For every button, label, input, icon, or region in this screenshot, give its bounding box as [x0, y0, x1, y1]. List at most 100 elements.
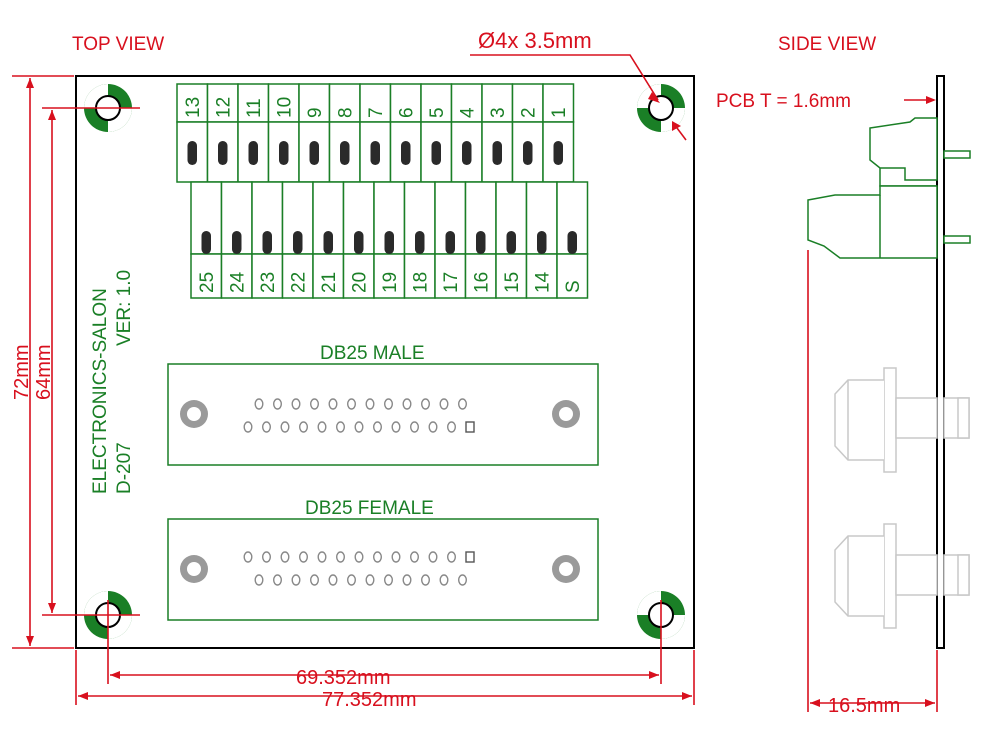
- db25-male-label: DB25 MALE: [320, 343, 425, 364]
- terminal-bottom-label: 18: [411, 272, 432, 293]
- side-view-title: SIDE VIEW: [778, 34, 876, 55]
- terminal-bottom-label: 21: [319, 272, 340, 293]
- db25-pin: [243, 551, 253, 563]
- terminal-top-label: 6: [397, 107, 418, 118]
- db25-pin: [291, 574, 301, 586]
- terminal-bottom-S: S: [556, 181, 589, 299]
- db25-pin: [317, 421, 327, 433]
- db25-pin: [384, 398, 394, 410]
- db25-pin: [421, 398, 431, 410]
- side-pcb: [936, 75, 945, 649]
- terminal-top-label: 13: [183, 97, 204, 118]
- db25-pin: [458, 398, 468, 410]
- terminal-top-label: 8: [336, 107, 357, 118]
- db25-pin: [280, 421, 290, 433]
- dim-72-label: 72mm: [11, 344, 33, 400]
- silk-brand: ELECTRONICS-SALON: [90, 288, 111, 494]
- dim-64-group: 64mm: [33, 107, 140, 616]
- db25-pin: [354, 421, 364, 433]
- silk-model: D-207: [114, 442, 135, 494]
- db25-pin-1: [465, 421, 475, 433]
- terminal-top-1: 1: [542, 83, 575, 183]
- silk-version: VER: 1.0: [114, 270, 135, 346]
- terminal-top-label: 1: [549, 107, 570, 118]
- terminal-top-8: 8: [328, 83, 361, 183]
- terminal-top-6: 6: [389, 83, 422, 183]
- dim-16-group: 16.5mm: [807, 250, 938, 717]
- dim-72-group: 72mm: [11, 75, 74, 649]
- dim-69-label: 69.352mm: [296, 667, 391, 689]
- terminal-bottom-label: 15: [502, 272, 523, 293]
- db25-pin: [447, 421, 457, 433]
- terminal-top-label: 9: [305, 107, 326, 118]
- hole-callout-leader: [470, 54, 659, 101]
- terminal-top-10: 10: [267, 83, 300, 183]
- db25-pin: [254, 398, 264, 410]
- db25-pin: [391, 421, 401, 433]
- terminal-bottom-label: 24: [228, 271, 249, 293]
- db25-pin: [243, 421, 253, 433]
- terminal-top-label: 7: [366, 107, 387, 118]
- terminal-bottom-15: 15: [495, 181, 528, 299]
- dim-77-label: 77.352mm: [322, 689, 417, 711]
- db25-pin: [347, 574, 357, 586]
- terminal-top-7: 7: [359, 83, 392, 183]
- terminal-bottom-24: 24: [220, 181, 253, 299]
- hole-callout: Ø4x 3.5mm: [478, 28, 592, 53]
- side-db25-female: [834, 523, 970, 629]
- pcb-thickness-label: PCB T = 1.6mm: [716, 91, 851, 112]
- terminal-top-2: 2: [511, 83, 544, 183]
- db25-pin: [273, 574, 283, 586]
- db25-pin: [280, 551, 290, 563]
- db25-pin: [336, 421, 346, 433]
- terminal-bottom-14: 14: [525, 181, 558, 299]
- terminal-bottom-label: S: [563, 280, 584, 293]
- top-view-title: TOP VIEW: [72, 34, 164, 55]
- db25-male-pins: [243, 398, 475, 433]
- db25-pin: [458, 574, 468, 586]
- db25-pin: [354, 551, 364, 563]
- db25-pin: [310, 398, 320, 410]
- db25-pin: [447, 551, 457, 563]
- db25-pin: [391, 551, 401, 563]
- terminal-top-11: 11: [237, 83, 270, 183]
- terminal-top-label: 10: [275, 97, 296, 118]
- terminal-bottom-17: 17: [434, 181, 467, 299]
- dim-77-group: 77.352mm: [75, 650, 695, 711]
- dim-16-label: 16.5mm: [828, 695, 900, 717]
- terminal-bottom-label: 23: [258, 272, 279, 293]
- terminal-bottom-21: 21: [312, 181, 345, 299]
- terminal-bottom-label: 17: [441, 272, 462, 293]
- dim-64-label: 64mm: [33, 344, 55, 400]
- db25-pin: [402, 574, 412, 586]
- db25-pin: [328, 398, 338, 410]
- db25-pin: [410, 551, 420, 563]
- terminal-bottom-18: 18: [403, 181, 436, 299]
- db25-pin: [262, 551, 272, 563]
- terminal-top-12: 12: [206, 83, 239, 183]
- db25-pin: [365, 574, 375, 586]
- db25-female-pins: [243, 551, 475, 586]
- mounting-hole-tr: [637, 84, 685, 132]
- db25-pin: [384, 574, 394, 586]
- terminal-top-label: 4: [458, 107, 479, 118]
- terminal-bottom-22: 22: [281, 181, 314, 299]
- db25-pin: [310, 574, 320, 586]
- db25-pin: [299, 551, 309, 563]
- db25-female-label: DB25 FEMALE: [305, 498, 434, 519]
- db25-pin: [254, 574, 264, 586]
- db25-pin: [428, 551, 438, 563]
- db25-pin: [373, 421, 383, 433]
- db25-pin: [402, 398, 412, 410]
- db25-pin: [410, 421, 420, 433]
- terminal-bottom-label: 20: [350, 272, 371, 293]
- db25-pin: [317, 551, 327, 563]
- dim-69-group: 69.352mm: [107, 600, 662, 689]
- terminal-bottom-19: 19: [373, 181, 406, 299]
- terminal-top-13: 13: [176, 83, 209, 183]
- terminal-top-9: 9: [298, 83, 331, 183]
- db25-pin: [336, 551, 346, 563]
